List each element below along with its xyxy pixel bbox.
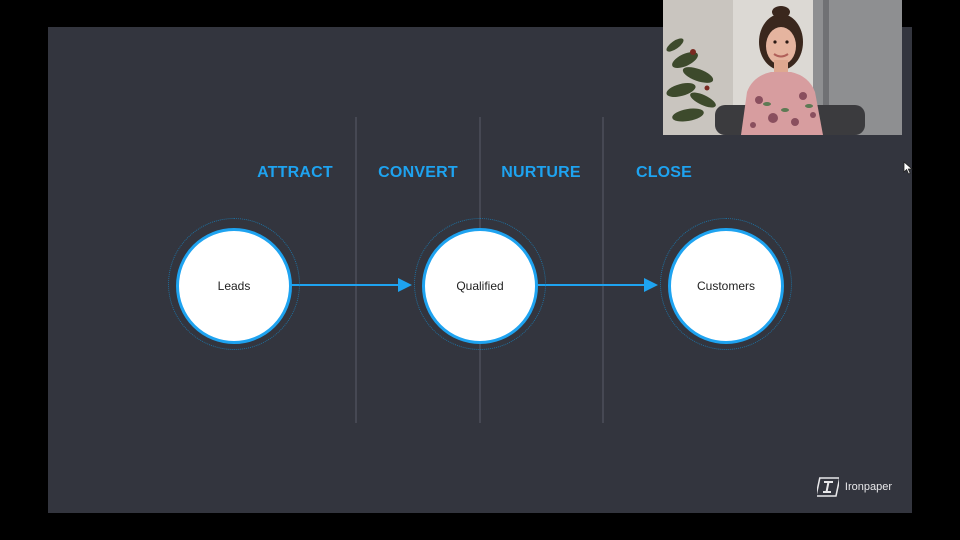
- stage-divider: [602, 117, 604, 423]
- node-label: Leads: [217, 279, 251, 293]
- presenter-video-image: [663, 0, 902, 135]
- funnel-node-qualified: Qualified: [422, 228, 538, 344]
- stage-label-attract: ATTRACT: [257, 164, 333, 181]
- stage-label-close: CLOSE: [635, 164, 693, 181]
- node-label: Qualified: [456, 279, 504, 293]
- stage-divider: [355, 117, 357, 423]
- brand-name: Ironpaper: [844, 481, 892, 493]
- brand-mark: Ironpaper: [816, 477, 892, 497]
- funnel-node-customers: Customers: [668, 228, 784, 344]
- arrow-qualified-to-customers: [537, 284, 646, 286]
- funnel-node-leads: Leads: [176, 228, 292, 344]
- node-ring-decoration: [168, 218, 300, 350]
- stage-label-nurture: NURTURE: [501, 164, 581, 181]
- node-label: Customers: [696, 279, 755, 293]
- arrow-head-icon: [644, 278, 658, 292]
- presenter-video-feed: [663, 0, 902, 135]
- node-ring-decoration: [660, 218, 792, 350]
- ironpaper-logo-icon: [816, 477, 839, 497]
- arrow-head-icon: [398, 278, 412, 292]
- node-ring-decoration: [414, 218, 546, 350]
- stage-label-convert: CONVERT: [378, 164, 458, 181]
- mouse-cursor-icon: [903, 161, 913, 175]
- arrow-leads-to-qualified: [291, 284, 400, 286]
